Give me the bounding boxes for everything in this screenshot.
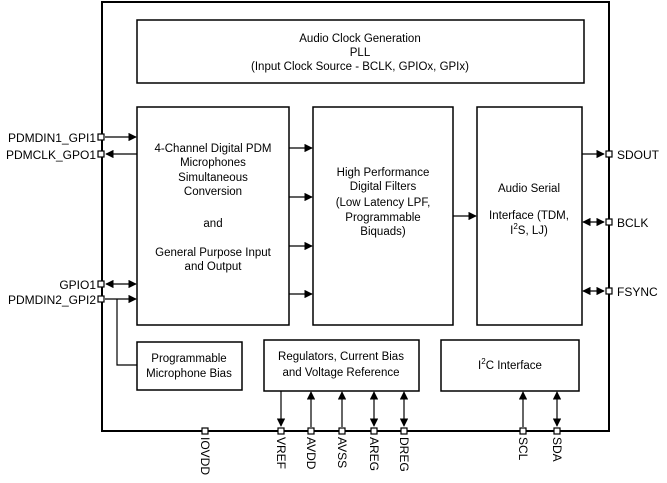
pin-label-sdout: SDOUT <box>617 148 660 162</box>
serial-line-1: Audio Serial <box>498 183 560 195</box>
pin-label-bclk: BCLK <box>617 216 648 230</box>
pin-fsync <box>605 287 613 295</box>
audio-clock-generation-block: Audio Clock Generation PLL (Input Clock … <box>136 19 585 84</box>
pin-scl <box>519 427 527 435</box>
regulators-line-1: Regulators, Current Bias <box>278 351 404 363</box>
pdm-line-1: 4-Channel Digital PDM <box>155 143 272 155</box>
mic-bias-link <box>116 299 137 366</box>
mic-bias-line-1: Programmable <box>151 353 226 365</box>
pin-sdout <box>605 150 613 158</box>
pin-vref <box>277 427 285 435</box>
regulators-block: Regulators, Current Bias and Voltage Ref… <box>263 339 420 392</box>
pin-label-fsync: FSYNC <box>617 285 658 299</box>
serial-line-3: I2S, LJ) <box>510 222 548 237</box>
pin-label-areg: AREG <box>367 437 381 471</box>
microphone-bias-block: Programmable Microphone Bias <box>136 341 243 391</box>
pdm-line-7: and Output <box>185 261 243 273</box>
i2c-label: I2C Interface <box>478 357 542 372</box>
filters-line-3: (Low Latency LPF, <box>336 197 431 209</box>
bottom-pins <box>201 391 562 435</box>
audio-serial-interface-block: Audio Serial Interface (TDM, I2S, LJ) <box>476 106 583 326</box>
left-pins <box>97 132 137 366</box>
pin-bclk <box>605 218 613 226</box>
pin-areg <box>370 427 378 435</box>
pin-dreg <box>400 427 408 435</box>
pin-label-pdmdin2: PDMDIN2_GPI2 <box>8 293 96 307</box>
pin-label-avss: AVSS <box>335 437 349 468</box>
pin-avdd <box>307 427 315 435</box>
serial-line-2: Interface (TDM, <box>489 210 569 222</box>
filters-line-5: Biquads) <box>360 226 406 238</box>
pin-avss <box>338 427 346 435</box>
digital-filters-block: High Performance Digital Filters (Low La… <box>312 106 454 326</box>
pin-sda <box>553 427 561 435</box>
audio-clock-pll: PLL <box>350 47 371 59</box>
mic-bias-line-2: Microphone Bias <box>146 368 232 380</box>
audio-clock-source: (Input Clock Source - BCLK, GPIOx, GPIx) <box>251 61 469 73</box>
regulators-line-2: and Voltage Reference <box>282 367 399 379</box>
right-pins <box>582 149 613 296</box>
pdm-microphones-block: 4-Channel Digital PDM Microphones Simult… <box>136 106 290 326</box>
pdm-to-filter-arrows <box>289 143 313 299</box>
pin-pdmdin2 <box>97 295 105 303</box>
pin-label-pdmclk: PDMCLK_GPO1 <box>6 148 96 162</box>
pin-label-avdd: AVDD <box>304 437 318 470</box>
pin-label-sda: SDA <box>550 437 564 462</box>
pin-gpio1 <box>97 280 105 288</box>
pin-label-pdmdin1: PDMDIN1_GPI1 <box>8 131 96 145</box>
filters-line-4: Programmable <box>345 212 420 224</box>
pin-label-vref: VREF <box>274 437 288 469</box>
filters-line-1: High Performance <box>337 167 430 179</box>
pin-pdmclk <box>97 150 105 158</box>
pdm-line-2: Microphones <box>180 157 246 169</box>
pin-label-gpio1: GPIO1 <box>59 278 96 292</box>
pin-label-dreg: DREG <box>397 437 411 472</box>
audio-clock-title: Audio Clock Generation <box>299 33 420 45</box>
pdm-line-5: and <box>203 218 222 230</box>
pin-label-iovdd: IOVDD <box>198 437 212 475</box>
pdm-line-6: General Purpose Input <box>155 247 272 259</box>
pdm-line-3: Simultaneous <box>178 172 248 184</box>
pin-label-scl: SCL <box>516 437 530 461</box>
pdm-line-4: Conversion <box>184 186 242 198</box>
pin-iovdd <box>201 427 209 435</box>
filters-line-2: Digital Filters <box>350 181 417 193</box>
pin-pdmdin1 <box>97 133 105 141</box>
i2c-interface-block: I2C Interface <box>440 339 580 392</box>
